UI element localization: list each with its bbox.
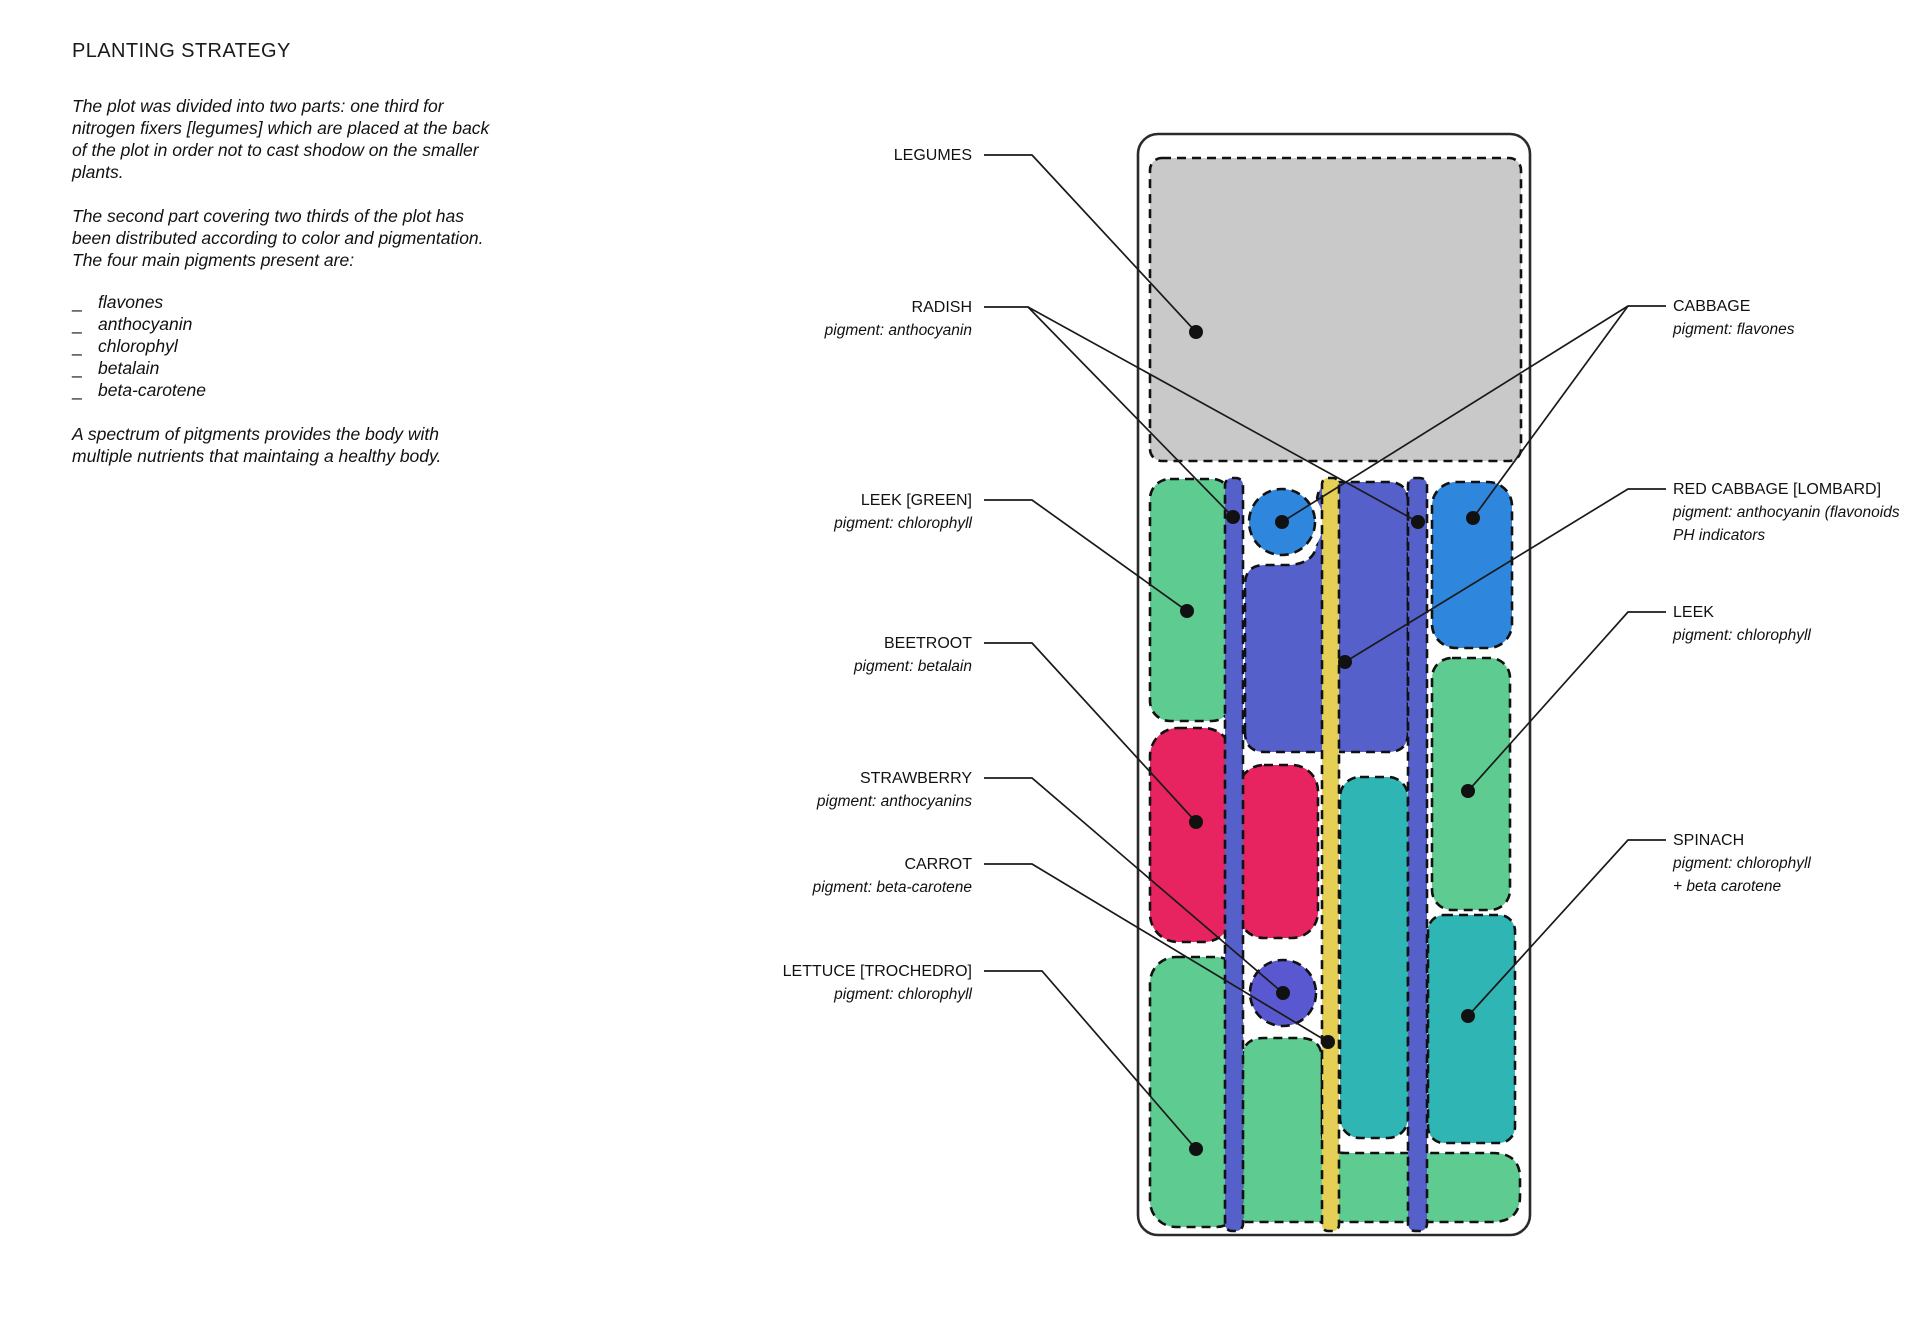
- strawberry-anchor-dot: [1276, 986, 1290, 1000]
- cabbage-leader-line-2: [1472, 305, 1629, 519]
- label-leek-green: LEEK [GREEN] pigment: chlorophyll: [834, 492, 972, 532]
- lettuce-anchor-dot: [1189, 1142, 1203, 1156]
- cabbage-anchor-dot-2: [1466, 511, 1480, 525]
- leek-green-region: [1148, 477, 1234, 723]
- lettuce-region-left: [1148, 955, 1244, 1229]
- cabbage-anchor-dot-1: [1275, 515, 1289, 529]
- spinach-region-right: [1426, 913, 1517, 1145]
- leek-green-anchor-dot: [1180, 604, 1194, 618]
- label-spinach: SPINACH pigment: chlorophyll + beta caro…: [1673, 832, 1811, 895]
- pigment-list-item: _anthocyanin: [72, 314, 193, 334]
- radish-leader-line-2: [1027, 306, 1419, 523]
- spinach-region-middle: [1338, 775, 1410, 1140]
- intro-paragraph-1: The plot was divided into two parts: one…: [72, 96, 490, 182]
- carrot-row: [1320, 476, 1341, 1233]
- spinach-anchor-dot: [1461, 1009, 1475, 1023]
- label-cabbage: CABBAGE pigment: flavones: [1673, 298, 1795, 338]
- radish-anchor-dot-2: [1411, 515, 1425, 529]
- legumes-region: [1148, 156, 1523, 463]
- beetroot-region-left: [1148, 726, 1234, 944]
- label-red-cabbage: RED CABBAGE [LOMBARD] pigment: anthocyan…: [1673, 481, 1900, 544]
- label-lettuce: LETTUCE [TROCHEDRO] pigment: chlorophyll: [782, 963, 972, 1003]
- radish-anchor-dot-1: [1226, 510, 1240, 524]
- leek-green-leader-line: [984, 499, 1188, 612]
- label-legumes: LEGUMES: [893, 147, 972, 164]
- carrot-leader-line: [984, 863, 1329, 1043]
- label-carrot: CARROT pigment: beta-carotene: [812, 856, 972, 896]
- spinach-leader-line: [1467, 839, 1666, 1017]
- intro-paragraph-2: The second part covering two thirds of t…: [72, 206, 484, 270]
- lettuce-leader-line: [984, 970, 1197, 1150]
- red-cabbage-leader-line: [1344, 488, 1666, 663]
- beetroot-anchor-dot: [1189, 815, 1203, 829]
- pigment-list-item: _betalain: [72, 358, 160, 378]
- label-strawberry: STRAWBERRY pigment: anthocyanins: [816, 770, 972, 810]
- pigment-list-item: _beta-carotene: [72, 380, 206, 400]
- intro-paragraph-3: A spectrum of pitgments provides the bod…: [72, 424, 442, 466]
- beetroot-leader-line: [984, 642, 1197, 823]
- pigment-list-item: _flavones: [72, 292, 164, 312]
- cabbage-rect-region: [1430, 480, 1514, 650]
- leek-region: [1430, 656, 1512, 912]
- legumes-anchor-dot: [1189, 325, 1203, 339]
- radish-row-2: [1406, 476, 1429, 1233]
- carrot-anchor-dot: [1321, 1035, 1335, 1049]
- pigment-list: _flavones _anthocyanin _chlorophyl _beta…: [72, 291, 206, 401]
- legumes-leader-line: [984, 154, 1197, 333]
- label-radish: RADISH pigment: anthocyanin: [824, 299, 972, 339]
- leek-leader-line: [1467, 611, 1666, 792]
- label-leek: LEEK pigment: chlorophyll: [1673, 604, 1811, 644]
- beetroot-region-right: [1236, 763, 1320, 940]
- page-title: PLANTING STRATEGY: [72, 40, 291, 62]
- leek-anchor-dot: [1461, 784, 1475, 798]
- red-cabbage-anchor-dot: [1338, 655, 1352, 669]
- strawberry-leader-line: [984, 777, 1284, 994]
- label-beetroot: BEETROOT pigment: betalain: [853, 635, 972, 675]
- radish-row-1: [1223, 476, 1245, 1233]
- pigment-list-item: _chlorophyl: [72, 336, 178, 356]
